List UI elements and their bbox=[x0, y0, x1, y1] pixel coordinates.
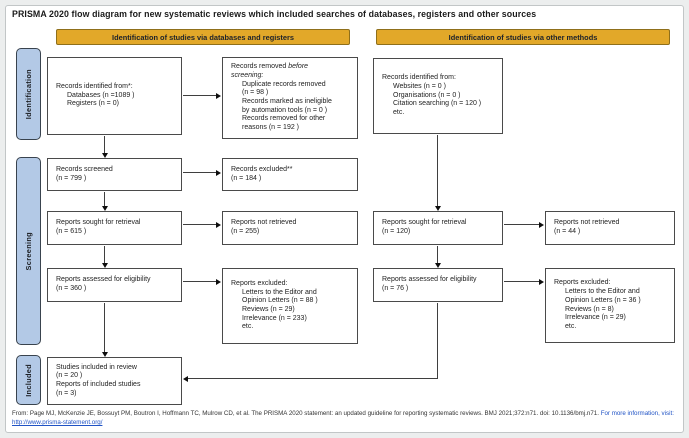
box-line: Reports not retrieved bbox=[554, 219, 620, 227]
box-line: Reviews (n = 29) bbox=[242, 306, 295, 313]
box-records-removed-before-screening: Records removed before screening: Duplic… bbox=[222, 57, 358, 139]
box-line: reasons (n = 192 ) bbox=[242, 124, 300, 132]
stage-label-text: Identification bbox=[24, 68, 33, 120]
header-other-methods: Identification of studies via other meth… bbox=[376, 29, 670, 45]
box-line: Letters to the Editor and bbox=[242, 288, 317, 296]
stage-label-screening: Screening bbox=[16, 157, 41, 345]
box-records-excluded: Records excluded** (n = 184 ) bbox=[222, 158, 358, 191]
box-records-identified-other: Records identified from: Websites (n = 0… bbox=[373, 58, 503, 134]
box-line: Reports sought for retrieval bbox=[382, 219, 467, 227]
box-records-screened: Records screened (n = 799 ) bbox=[47, 158, 182, 191]
box-line: Letters to the Editor and bbox=[565, 288, 640, 296]
box-line: Records screened bbox=[56, 165, 113, 173]
arrow-sought-to-not-retrieved bbox=[183, 224, 216, 226]
box-line: Records identified from: bbox=[382, 74, 456, 82]
arrow-screened-down bbox=[104, 192, 106, 206]
box-line: Websites (n = 0 ) bbox=[393, 82, 446, 90]
box-line: Databases (n =1089 ) bbox=[67, 91, 135, 99]
arrow-other-identified-down bbox=[437, 135, 439, 206]
arrow-other-assessed-to-excluded bbox=[504, 281, 539, 283]
box-line: screening: bbox=[231, 71, 264, 79]
box-line: etc. bbox=[393, 109, 405, 117]
box-line: Reports sought for retrieval bbox=[56, 219, 141, 227]
box-line: Opinion Letters (n = 36 ) bbox=[565, 296, 641, 304]
box-reports-sought-databases: Reports sought for retrieval (n = 615 ) bbox=[47, 211, 182, 245]
box-line: Records marked as ineligible bbox=[242, 98, 332, 105]
page-title: PRISMA 2020 flow diagram for new systema… bbox=[12, 9, 537, 19]
box-line: Duplicate records removed bbox=[242, 80, 326, 88]
citation-text: From: Page MJ, McKenzie JE, Bossuyt PM, … bbox=[12, 410, 599, 417]
box-line: by automation tools (n = 0 ) bbox=[242, 106, 328, 114]
box-line: Records excluded** bbox=[231, 165, 293, 173]
stage-label-included: Included bbox=[16, 355, 41, 405]
stage-label-text: Included bbox=[24, 363, 33, 397]
box-reports-not-retrieved-databases: Reports not retrieved (n = 255) bbox=[222, 211, 358, 245]
box-line: (n = 615 ) bbox=[56, 228, 87, 235]
footer-citation: From: Page MJ, McKenzie JE, Bossuyt PM, … bbox=[12, 409, 680, 427]
box-line: Reports assessed for eligibility bbox=[56, 276, 151, 284]
arrow-sought-down bbox=[104, 246, 106, 263]
box-line: Records identified from*: bbox=[56, 82, 133, 90]
arrow-identified-down bbox=[104, 136, 106, 153]
prisma-statement-link[interactable]: http://www.prisma-statement.org/ bbox=[12, 419, 103, 426]
box-line: Records removed for other bbox=[242, 115, 326, 123]
box-records-identified-databases: Records identified from*: Databases (n =… bbox=[47, 57, 182, 135]
box-line: Irrelevance (n = 233) bbox=[242, 314, 307, 322]
box-line: Opinion Letters (n = 88 ) bbox=[242, 297, 318, 305]
box-line: etc. bbox=[242, 323, 254, 331]
box-line: Reports of included studies bbox=[56, 381, 141, 388]
box-line: Reports excluded: bbox=[231, 279, 288, 287]
arrow-screened-to-excluded bbox=[183, 172, 216, 174]
box-line: (n = 3) bbox=[56, 389, 77, 397]
box-line: Records removed before bbox=[231, 63, 309, 71]
box-line: Reports assessed for eligibility bbox=[382, 276, 477, 284]
box-line: (n = 799 ) bbox=[56, 174, 87, 182]
box-line: (n = 76 ) bbox=[382, 285, 409, 292]
more-info-text: For more information, visit: bbox=[600, 410, 674, 417]
box-reports-assessed-other: Reports assessed for eligibility (n = 76… bbox=[373, 268, 503, 302]
box-line: Reports excluded: bbox=[554, 279, 611, 287]
box-line: Organisations (n = 0 ) bbox=[393, 91, 461, 99]
arrow-assessed-to-included bbox=[104, 303, 106, 352]
box-line: (n = 98 ) bbox=[242, 89, 269, 97]
stage-label-identification: Identification bbox=[16, 48, 41, 140]
arrow-assessed-to-excluded bbox=[183, 281, 216, 283]
box-reports-excluded-other: Reports excluded: Letters to the Editor … bbox=[545, 268, 675, 343]
box-line: Reviews (n = 8) bbox=[565, 305, 614, 313]
box-studies-included: Studies included in review (n = 20 ) Rep… bbox=[47, 357, 182, 405]
box-line: etc. bbox=[565, 322, 577, 330]
arrow-other-sought-down bbox=[437, 246, 439, 263]
box-reports-sought-other: Reports sought for retrieval (n = 120) bbox=[373, 211, 503, 245]
box-line: Citation searching (n = 120 ) bbox=[393, 100, 482, 108]
box-line: (n = 44 ) bbox=[554, 228, 581, 235]
box-line: (n = 20 ) bbox=[56, 372, 83, 380]
arrow-identified-to-removed bbox=[183, 95, 216, 97]
header-databases-registers: Identification of studies via databases … bbox=[56, 29, 350, 45]
box-reports-assessed-databases: Reports assessed for eligibility (n = 36… bbox=[47, 268, 182, 302]
box-line: (n = 120) bbox=[382, 228, 411, 235]
box-line: Reports not retrieved bbox=[231, 219, 297, 227]
box-reports-excluded-databases: Reports excluded: Letters to the Editor … bbox=[222, 268, 358, 344]
arrow-other-to-included bbox=[188, 378, 438, 380]
arrow-other-assessed-down-segment bbox=[437, 303, 439, 379]
box-line: (n = 255) bbox=[231, 228, 260, 235]
box-line: Studies included in review bbox=[56, 363, 137, 371]
box-line: (n = 184 ) bbox=[231, 174, 262, 182]
stage-label-text: Screening bbox=[24, 231, 33, 271]
box-reports-not-retrieved-other: Reports not retrieved (n = 44 ) bbox=[545, 211, 675, 245]
box-line: (n = 360 ) bbox=[56, 285, 87, 292]
box-line: Registers (n = 0) bbox=[67, 100, 119, 108]
arrow-other-sought-to-not-retrieved bbox=[504, 224, 539, 226]
box-line: Irrelevance (n = 29) bbox=[565, 314, 626, 322]
